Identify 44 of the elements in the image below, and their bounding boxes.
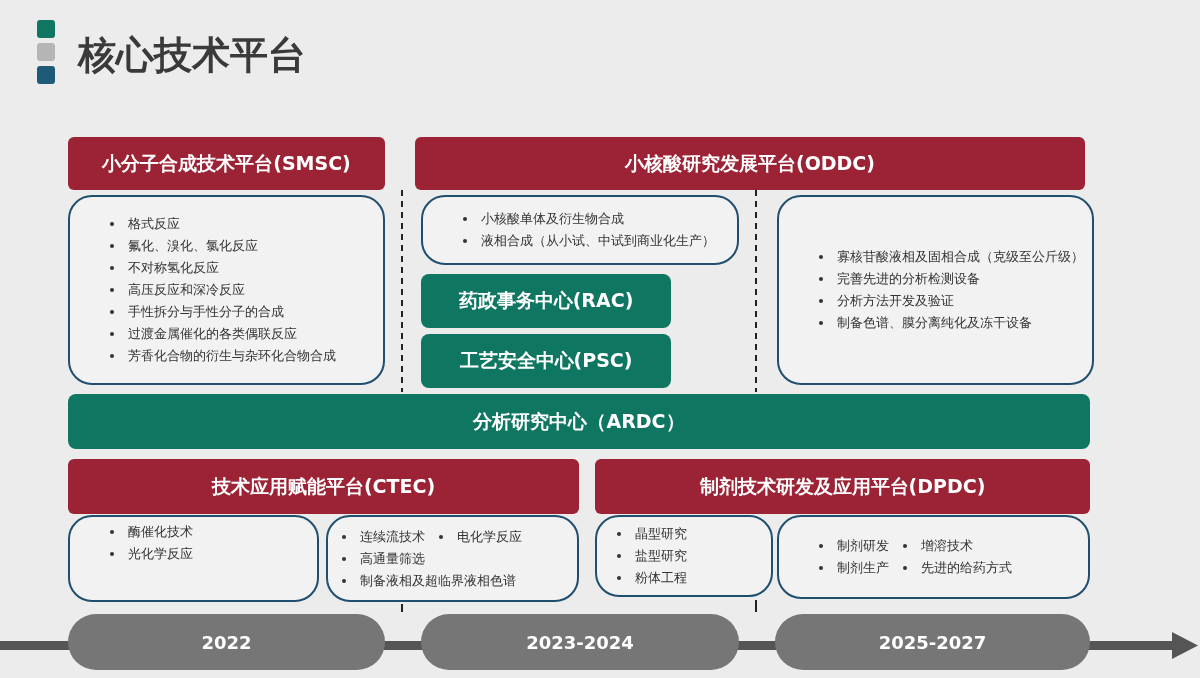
year-pill: 2023-2024: [421, 614, 739, 670]
list-item: 小核酸单体及衍生物合成: [481, 210, 624, 228]
list-item: 完善先进的分析检测设备: [837, 270, 980, 288]
list-panel: [777, 195, 1094, 385]
list-item: 芳香化合物的衍生与杂环化合物合成: [128, 347, 336, 365]
list-item: 液相合成（从小试、中试到商业化生产）: [481, 232, 715, 250]
list-item: 格式反应: [128, 215, 180, 233]
year-pill: 2025-2027: [775, 614, 1090, 670]
list-item: 制剂研发: [837, 537, 889, 555]
list-panel: [777, 515, 1090, 599]
list-item: 盐型研究: [635, 547, 687, 565]
platform-banner: 小核酸研究发展平台(ODDC): [415, 137, 1085, 190]
list-item: 制备液相及超临界液相色谱: [360, 571, 516, 590]
list-item: 光化学反应: [128, 545, 193, 563]
platform-banner: 技术应用赋能平台(CTEC): [68, 459, 579, 514]
list-item: 晶型研究: [635, 525, 687, 543]
list-item: 过渡金属催化的各类偶联反应: [128, 325, 297, 343]
year-pill: 2022: [68, 614, 385, 670]
list-item: 制剂生产: [837, 559, 889, 577]
list-panel: [421, 195, 739, 265]
list-item: 连续流技术: [360, 527, 425, 546]
list-item: 寡核苷酸液相及固相合成（克级至公斤级）: [837, 248, 1084, 266]
list-item: 不对称氢化反应: [128, 259, 219, 277]
platform-banner: 小分子合成技术平台(SMSC): [68, 137, 385, 190]
list-item: 电化学反应: [457, 527, 522, 546]
center-banner: 药政事务中心(RAC): [421, 274, 671, 328]
list-item: 高压反应和深冷反应: [128, 281, 245, 299]
platform-banner: 制剂技术研发及应用平台(DPDC): [595, 459, 1090, 514]
list-item: 粉体工程: [635, 569, 687, 587]
center-banner: 工艺安全中心(PSC): [421, 334, 671, 388]
list-item: 分析方法开发及验证: [837, 292, 954, 310]
list-item: 高通量筛选: [360, 549, 425, 568]
list-panel: [68, 515, 319, 602]
list-item: 制备色谱、膜分离纯化及冻干设备: [837, 314, 1032, 332]
list-item: 先进的给药方式: [921, 559, 1012, 577]
center-banner: 分析研究中心（ARDC）: [68, 394, 1090, 449]
list-item: 酶催化技术: [128, 523, 193, 541]
list-item: 手性拆分与手性分子的合成: [128, 303, 284, 321]
list-panel: [326, 515, 579, 602]
list-item: 氟化、溴化、氯化反应: [128, 237, 258, 255]
list-panel: [68, 195, 385, 385]
list-item: 增溶技术: [921, 537, 973, 555]
slide-title: 核心技术平台: [78, 32, 306, 79]
list-panel: [595, 515, 773, 597]
